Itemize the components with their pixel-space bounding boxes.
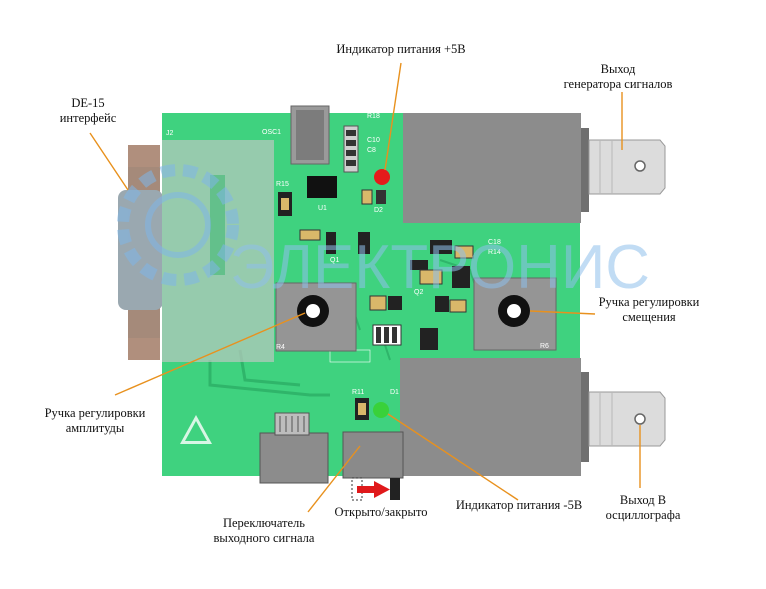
label-gen-out-line2: генератора сигналов [563, 77, 673, 91]
watermark: ЭЛЕКТРОНИС [117, 164, 650, 302]
silk-c8: C8 [367, 147, 376, 154]
silk-d2: D2 [374, 207, 383, 214]
label-de15: DE-15 интерфейс [42, 96, 134, 126]
svg-text:ЭЛЕКТРОНИС: ЭЛЕКТРОНИС [230, 233, 650, 302]
label-open-close: Открыто/закрыто [326, 505, 436, 520]
label-power-plus-line1: Индикатор питания +5В [336, 42, 466, 56]
label-gen-out: Выход генератора сигналов [548, 62, 688, 92]
led-plus5v [374, 169, 390, 185]
label-offset-knob-line2: смещения [622, 310, 676, 324]
label-switch-line1: Переключатель [222, 516, 305, 530]
label-offset-knob-line1: Ручка регулировки [598, 295, 700, 309]
silk-r4: R4 [276, 344, 285, 351]
scope-out-connector [400, 358, 666, 476]
label-amp-knob-line2: амплитуды [65, 421, 125, 435]
bottom-header [259, 412, 329, 484]
label-switch-line2: выходного сигнала [213, 531, 315, 545]
label-de15-line1: DE-15 [71, 96, 105, 110]
label-scope-out-line2: осциллографа [605, 508, 681, 522]
silk-r15: R15 [276, 181, 289, 188]
label-power-plus: Индикатор питания +5В [316, 42, 486, 57]
silk-osc1: OSC1 [262, 129, 281, 136]
silk-c18: C18 [488, 239, 501, 246]
amplitude-potentiometer [275, 282, 357, 352]
esd-warning-icon [180, 415, 212, 444]
label-switch: Переключатель выходного сигнала [204, 516, 324, 546]
switch-arrow [357, 481, 390, 498]
silk-c10: C10 [367, 137, 380, 144]
osc1-chip [290, 105, 330, 165]
silk-r18: R18 [367, 113, 380, 120]
label-scope-out-line1: Выход В [619, 493, 667, 507]
label-amp-knob-line1: Ручка регулировки [44, 406, 146, 420]
offset-potentiometer [473, 277, 557, 351]
smd-parts [278, 189, 474, 420]
label-scope-out: Выход В осциллографа [588, 493, 698, 523]
silk-u1: U1 [318, 205, 327, 212]
leader-lines [89, 62, 641, 513]
resistor-array [343, 125, 359, 173]
silk-r11: R11 [352, 389, 364, 396]
label-power-minus: Индикатор питания -5В [444, 498, 594, 513]
label-power-minus-line1: Индикатор питания -5В [455, 498, 583, 512]
gen-out-connector [403, 113, 666, 223]
silk-q1: Q1 [330, 257, 339, 264]
silk-r14: R14 [488, 249, 501, 256]
label-de15-line2: интерфейс [59, 111, 117, 125]
label-open-close-line1: Открыто/закрыто [334, 505, 428, 519]
led-minus5v [373, 402, 389, 418]
silk-d1: D1 [390, 389, 399, 396]
u1-ic [307, 176, 337, 198]
silk-q2: Q2 [414, 289, 423, 296]
silk-r6: R6 [540, 343, 549, 350]
silk-j2: J2 [166, 130, 174, 137]
label-amp-knob: Ручка регулировки амплитуды [30, 406, 160, 436]
label-offset-knob: Ручка регулировки смещения [584, 295, 714, 325]
label-gen-out-line1: Выход [600, 62, 636, 76]
